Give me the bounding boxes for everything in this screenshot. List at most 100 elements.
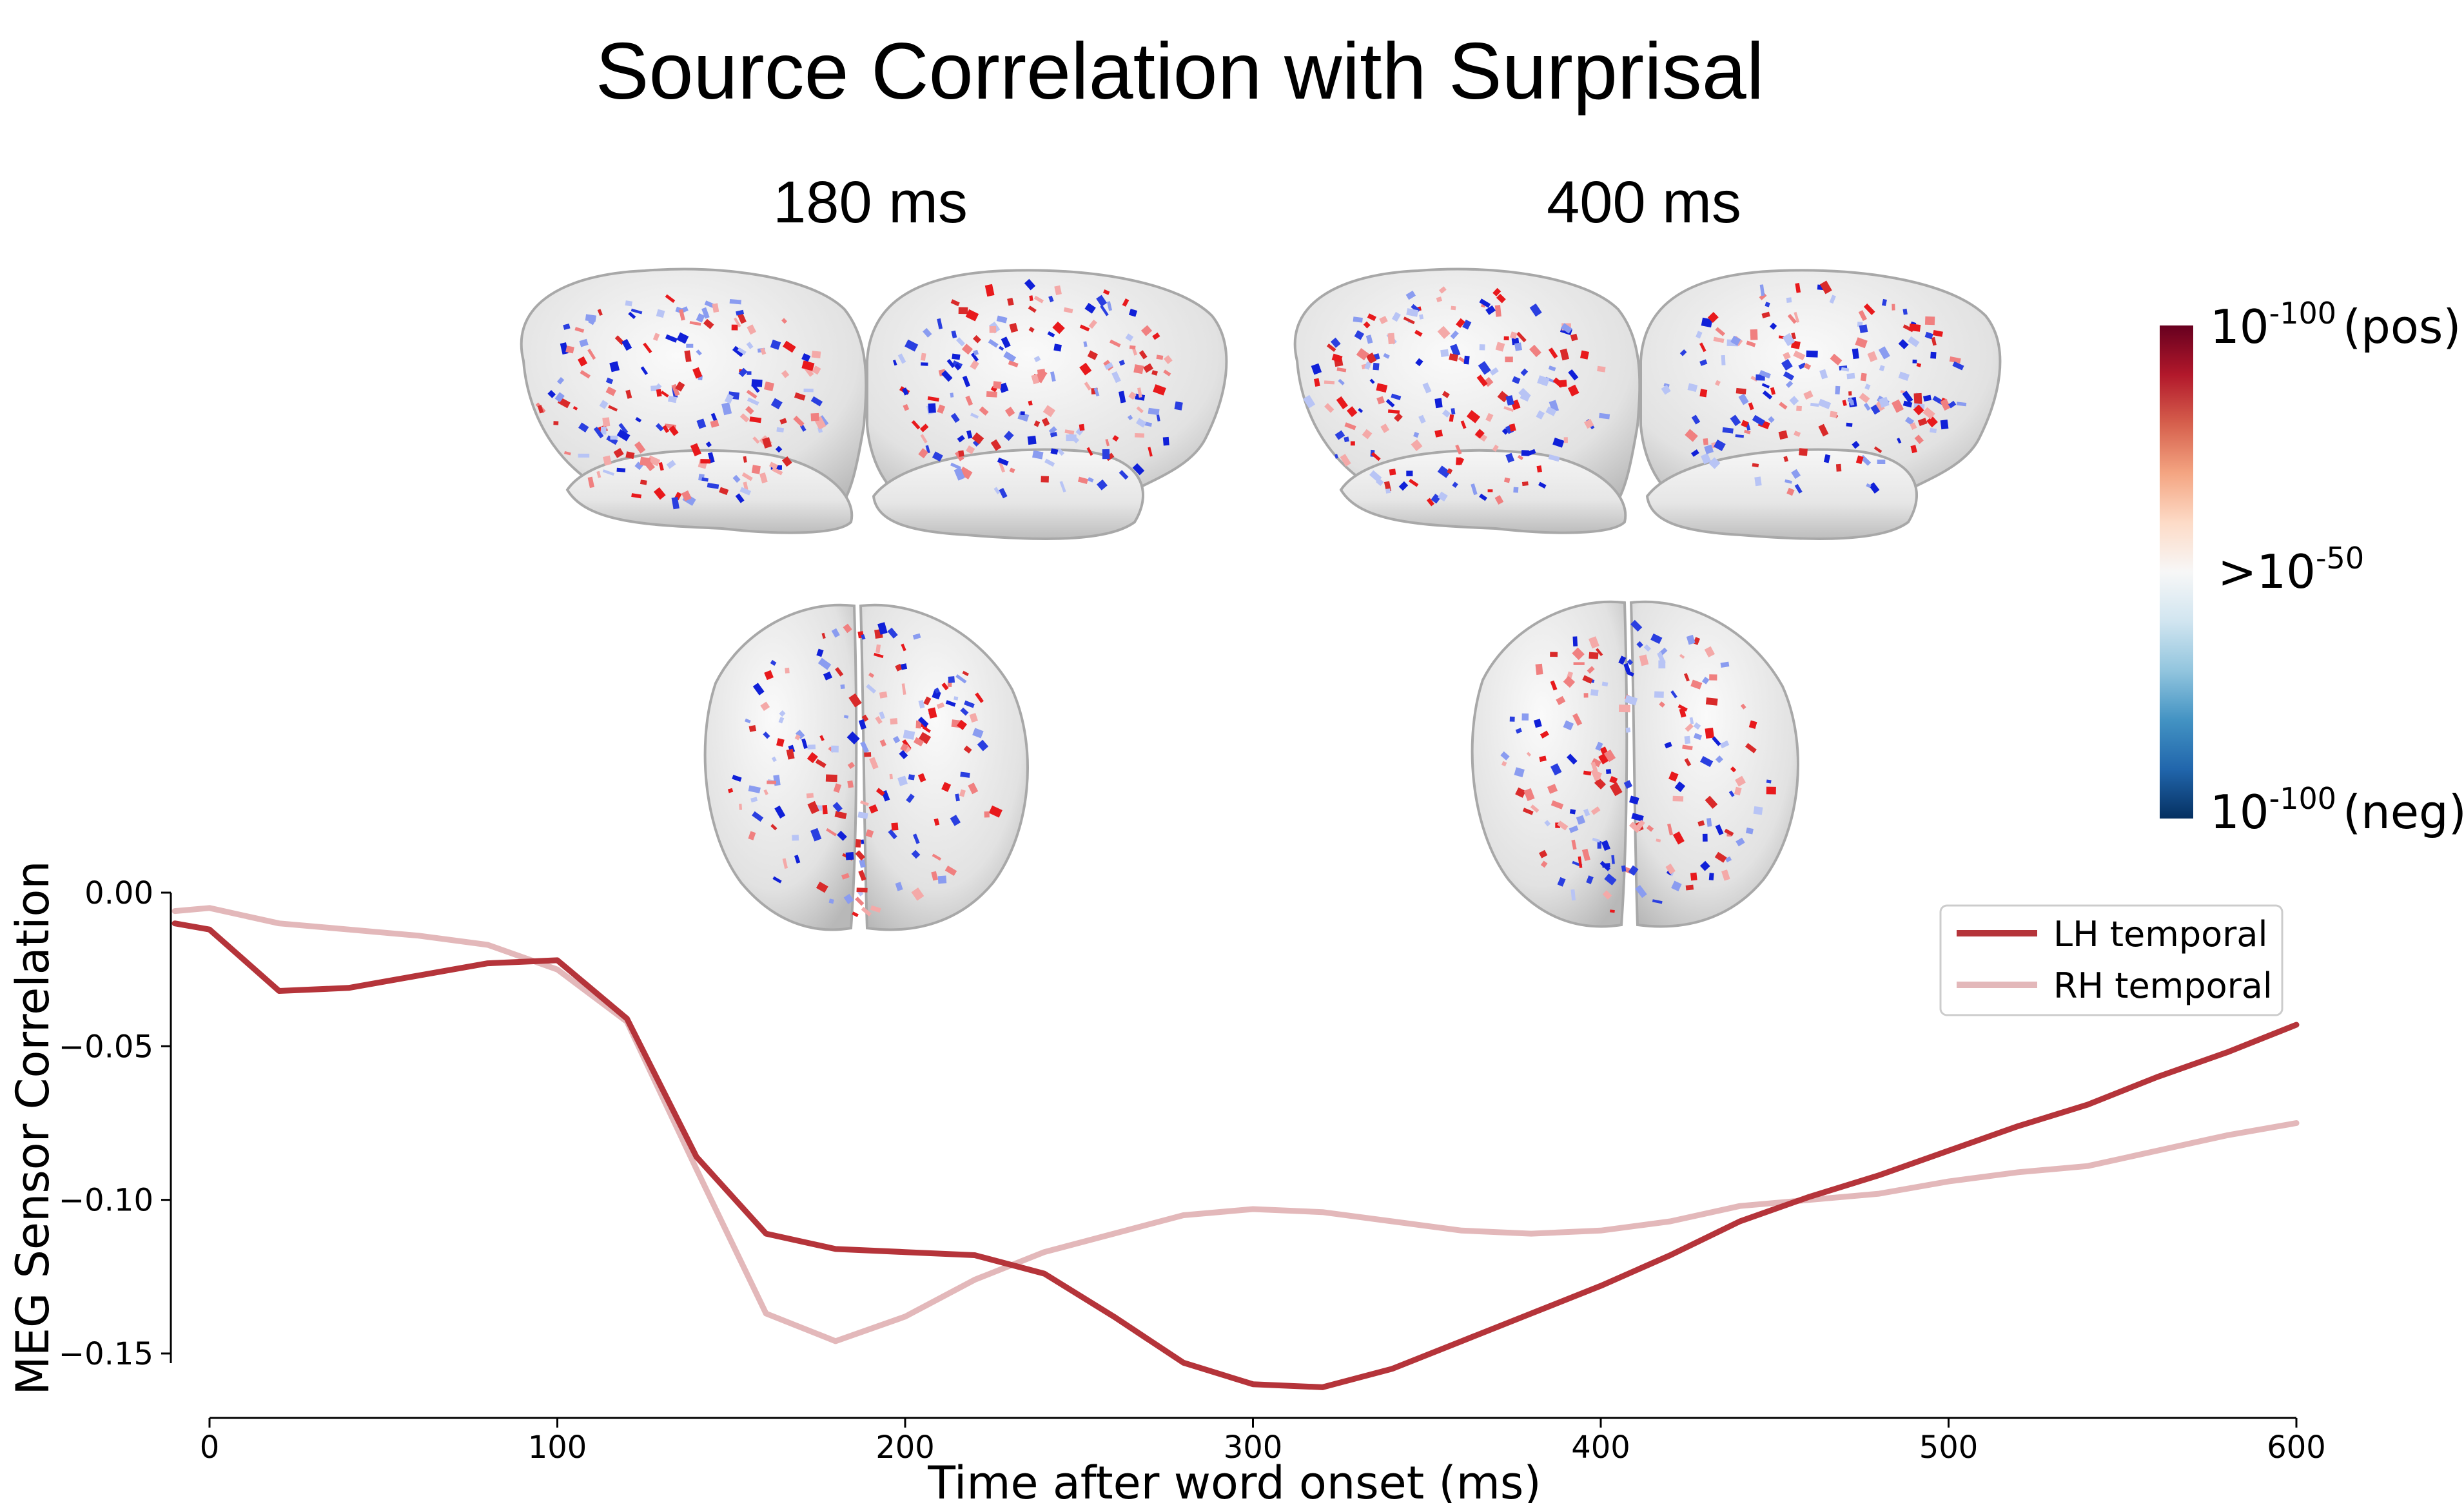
activation-spot (1494, 495, 1504, 505)
x-tick-label: 600 (2267, 1430, 2326, 1466)
activation-spot (1699, 359, 1708, 366)
activation-spot (1032, 450, 1044, 460)
activation-spot (1734, 786, 1742, 796)
activation-spot (751, 465, 761, 474)
activation-spot (1521, 450, 1529, 456)
timepoint-label-180: 180 ms (773, 170, 968, 235)
activation-spot (1863, 403, 1871, 411)
activation-spot (770, 659, 777, 666)
activation-spot (921, 353, 926, 361)
activation-spot (937, 875, 947, 884)
activation-spot (1671, 880, 1682, 891)
activation-spot (1449, 353, 1459, 362)
activation-spot (1064, 429, 1075, 435)
activation-spot (1693, 637, 1701, 645)
activation-spot (1326, 343, 1336, 353)
activation-spot (1846, 422, 1853, 427)
activation-spot (1595, 741, 1603, 752)
y-tick-label: −0.10 (59, 1183, 153, 1219)
activation-spot (1053, 344, 1062, 352)
activation-spot (1684, 758, 1692, 767)
series-line-lh-temporal (171, 920, 2300, 1390)
activation-spot (1602, 863, 1610, 868)
activation-spot (703, 318, 714, 329)
activation-spot (1505, 356, 1513, 363)
activation-spot (1781, 358, 1793, 371)
activation-spot (668, 395, 678, 403)
activation-spot (665, 334, 678, 343)
activation-spot (1914, 434, 1924, 445)
activation-spot (1705, 697, 1718, 706)
activation-spot (897, 775, 908, 786)
activation-spot (1594, 777, 1607, 790)
activation-spot (1765, 302, 1770, 307)
activation-spot (892, 360, 897, 366)
activation-spot (1340, 454, 1351, 467)
activation-spots (892, 278, 1183, 499)
activation-spot (1657, 652, 1666, 664)
activation-spot (786, 748, 795, 760)
activation-spot (997, 457, 1009, 466)
activation-spot (1039, 369, 1048, 378)
activation-spot (1578, 856, 1583, 868)
activation-spot (1550, 763, 1562, 776)
activation-spot (1437, 465, 1451, 478)
activation-spot (794, 392, 806, 401)
activation-spot (764, 670, 774, 681)
activation-spot (1451, 408, 1456, 415)
activation-spot (686, 344, 694, 348)
activation-spot (1654, 691, 1664, 698)
activation-spot (1691, 449, 1699, 457)
activation-spot (1406, 308, 1419, 317)
activation-spot (923, 327, 932, 338)
activation-spot (1748, 402, 1754, 411)
activation-spot (1405, 290, 1416, 300)
activation-spot (1582, 675, 1593, 684)
activation-spot (1151, 370, 1158, 376)
activation-spot (860, 741, 870, 753)
activation-spot (822, 805, 828, 815)
activation-spot (1561, 323, 1572, 334)
activation-spot (1909, 324, 1921, 332)
activation-spot (1548, 347, 1558, 359)
colorbar-bottom-label: 10-100(neg) (2210, 781, 2464, 839)
activation-spot (1004, 407, 1015, 417)
activation-spot (1848, 391, 1852, 396)
activation-spot (1719, 740, 1730, 749)
activation-spot (610, 435, 618, 440)
activation-spot (652, 333, 660, 342)
activation-spot (1910, 422, 1917, 431)
activation-spot (1068, 432, 1080, 443)
activation-spot (993, 487, 1001, 494)
activation-spot (613, 448, 624, 458)
activation-spot (861, 714, 869, 722)
activation-spot (899, 750, 908, 759)
activation-spot (1104, 362, 1113, 370)
activation-spot (973, 335, 981, 344)
activation-spot (1572, 636, 1578, 647)
activation-spot (1697, 820, 1705, 827)
activation-spot (1913, 404, 1924, 416)
activation-spot (671, 497, 680, 510)
activation-spot (817, 657, 832, 670)
y-axis-label: MEG Sensor Correlation (6, 860, 59, 1395)
activation-spot (1611, 855, 1615, 864)
activation-spot (1855, 337, 1868, 349)
figure-title: Source Correlation with Surprisal (595, 27, 1765, 116)
activation-spot (1529, 344, 1541, 358)
activation-spot (1672, 795, 1684, 802)
activation-spot (764, 381, 774, 392)
activation-spot (1609, 782, 1623, 797)
activation-spot (748, 725, 757, 732)
activation-spot (1536, 410, 1545, 420)
activation-spot (962, 375, 971, 387)
activation-spot (848, 693, 862, 708)
activation-spot (1027, 435, 1037, 445)
activation-spot (1879, 396, 1890, 408)
activation-spot (1547, 784, 1558, 794)
activation-spot (1761, 311, 1770, 318)
activation-spot (959, 789, 966, 797)
activation-spot (1047, 331, 1055, 338)
activation-spot (1791, 469, 1801, 480)
